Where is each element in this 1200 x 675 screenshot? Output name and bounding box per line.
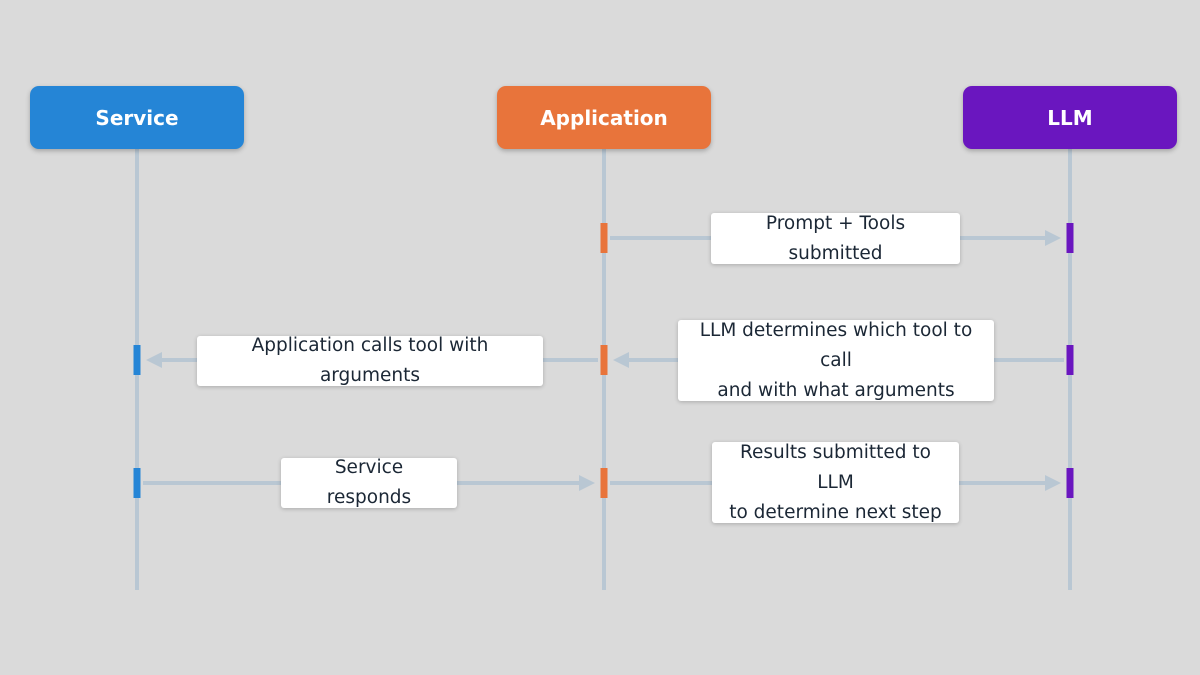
message-label-line: Application calls tool with arguments <box>251 335 489 386</box>
message-arrowhead <box>1045 475 1061 491</box>
actor-service-label: Service <box>95 105 179 130</box>
actor-application-label: Application <box>540 105 668 130</box>
message-label-prompt-submitted: Prompt + Tools submitted <box>711 213 960 264</box>
message-label-application-calls-tool: Application calls tool with arguments <box>197 335 543 386</box>
message-label-llm-determines-tool: LLM determines which tool to call and wi… <box>678 320 994 401</box>
activation-bar-service <box>133 345 141 375</box>
message-arrowhead <box>579 475 595 491</box>
message-label-line: and with what arguments <box>717 379 955 401</box>
activation-bar-llm <box>1066 345 1074 375</box>
actor-service: Service <box>30 86 244 149</box>
message-arrowhead <box>613 352 629 368</box>
activation-bar-application <box>600 223 608 253</box>
message-label-line: LLM determines which tool to call <box>699 319 973 371</box>
message-label-line: Results submitted to LLM <box>739 441 932 493</box>
message-label-results-submitted: Results submitted to LLM to determine ne… <box>712 442 959 523</box>
message-label-service-responds: Service responds <box>281 457 457 508</box>
activation-bar-service <box>133 468 141 498</box>
message-label-line: Service responds <box>326 457 412 508</box>
activation-bar-llm <box>1066 223 1074 253</box>
message-label-line: Prompt + Tools submitted <box>765 212 906 264</box>
message-arrowhead <box>1045 230 1061 246</box>
message-arrowhead <box>146 352 162 368</box>
activation-bar-application <box>600 345 608 375</box>
actor-llm-label: LLM <box>1047 105 1093 130</box>
actor-application: Application <box>497 86 711 149</box>
actor-llm: LLM <box>963 86 1177 149</box>
activation-bar-application <box>600 468 608 498</box>
message-label-line: to determine next step <box>729 501 942 523</box>
activation-bar-llm <box>1066 468 1074 498</box>
